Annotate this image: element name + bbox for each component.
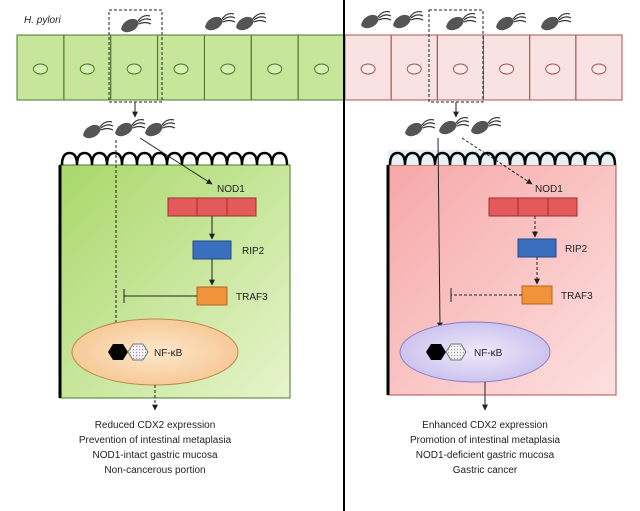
caption-line: Enhanced CDX2 expression xyxy=(422,420,548,431)
epithelium-deficient xyxy=(344,34,623,101)
cell-nucleus xyxy=(173,63,189,75)
epithelial-cell xyxy=(575,34,623,101)
bacteria-top xyxy=(120,10,572,33)
nfkb-label: NF-κB xyxy=(154,348,183,359)
caption-line: Reduced CDX2 expression xyxy=(95,420,216,431)
epithelium-normal xyxy=(16,34,346,101)
cell-nucleus xyxy=(406,63,422,75)
rip2-label: RIP2 xyxy=(242,246,265,257)
caption-line: NOD1-deficient gastric mucosa xyxy=(416,450,555,461)
cell-nucleus xyxy=(32,63,48,75)
cell-nucleus xyxy=(79,63,95,75)
traf3-label: TRAF3 xyxy=(236,292,268,303)
nod1-receptor xyxy=(488,197,578,217)
caption-line: NOD1-intact gastric mucosa xyxy=(92,450,217,461)
caption-line: Gastric cancer xyxy=(453,465,518,476)
traf3-box xyxy=(521,285,553,305)
traf3-box xyxy=(196,286,228,306)
rip2-label: RIP2 xyxy=(565,244,588,255)
organism-label: H. pylori xyxy=(24,15,61,26)
cell-nucleus xyxy=(499,63,515,75)
caption-line: Prevention of intestinal metaplasia xyxy=(79,435,232,446)
caption-normal: Reduced CDX2 expression Prevention of in… xyxy=(79,420,232,476)
nfkb-label: NF-κB xyxy=(474,348,503,359)
cell-nucleus xyxy=(545,63,561,75)
cell-nucleus xyxy=(220,63,236,75)
cell-normal: NOD1 RIP2 TRAF3 NF-κB xyxy=(58,137,291,411)
bacteria-entering-right xyxy=(404,116,502,137)
caption-deficient: Enhanced CDX2 expression Promotion of in… xyxy=(410,420,561,476)
nod1-label: NOD1 xyxy=(535,184,563,195)
rip2-box xyxy=(517,238,557,258)
caption-line: Non-cancerous portion xyxy=(104,465,205,476)
cell-nucleus xyxy=(314,63,330,75)
cell-nucleus xyxy=(360,63,376,75)
cell-nucleus xyxy=(126,63,142,75)
nfkb-nucleus xyxy=(399,321,551,383)
traf3-label: TRAF3 xyxy=(561,291,593,302)
cell-deficient: NOD1 RIP2 TRAF3 NF-κB xyxy=(386,137,617,411)
cell-nucleus xyxy=(591,63,607,75)
nod1-label: NOD1 xyxy=(217,184,245,195)
cell-nucleus xyxy=(267,63,283,75)
caption-line: Promotion of intestinal metaplasia xyxy=(410,435,561,446)
bacteria-entering-left xyxy=(82,118,176,139)
nod1-receptor xyxy=(167,197,257,217)
rip2-box xyxy=(192,240,232,260)
cell-nucleus xyxy=(452,63,468,75)
